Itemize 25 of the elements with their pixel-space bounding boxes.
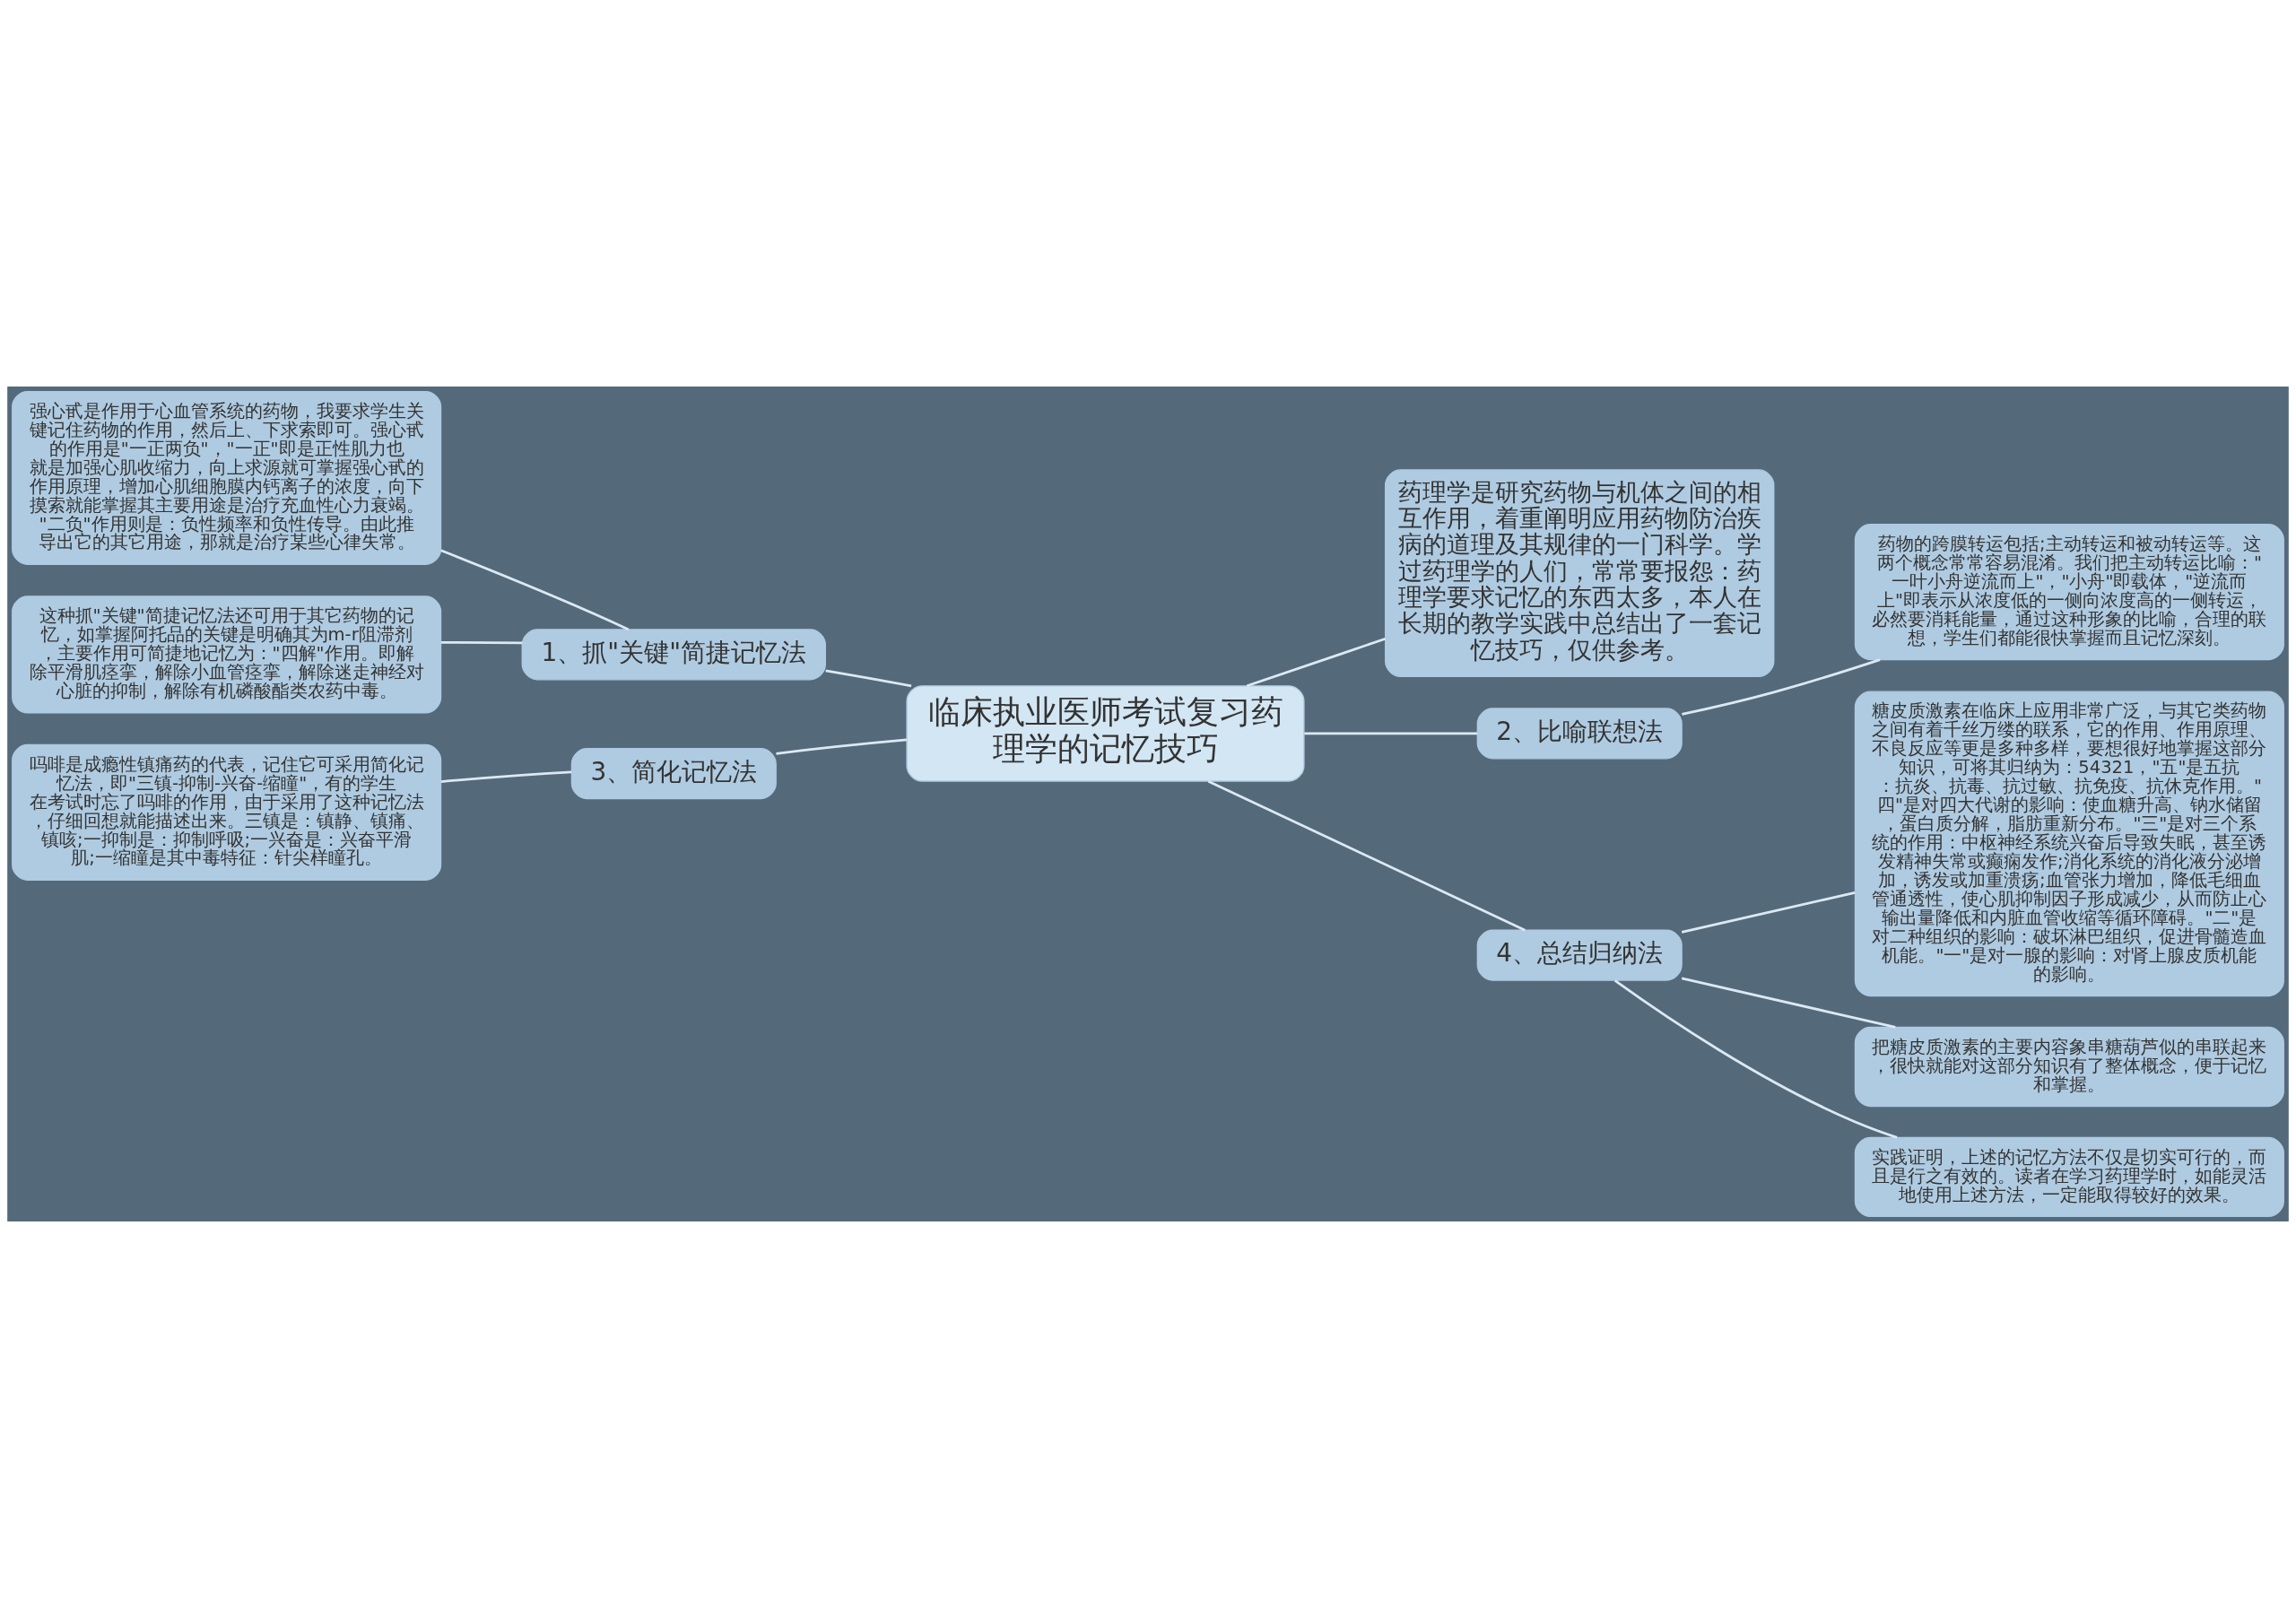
connector (440, 549, 630, 631)
connector (1246, 637, 1387, 688)
connector (825, 669, 912, 688)
connector (440, 770, 572, 783)
connector (1681, 977, 1896, 1029)
node-box: 吗啡是成瘾性镇痛药的代表，记住它可采用简化记忆法，即"三镇-抑制-兴奋-缩瞳"，有的学生在考试时忘了吗啡的作用，由于采用了这种记忆法，仔细回想就能描述出来。三镇是：镇静、镇痛、镇咳;一抑制是：抑制呼吸;一兴奋是：兴奋平滑肌;一缩瞳是其中毒特征：针尖样瞳孔。 (12, 743, 442, 882)
node-box: 实践证明，上述的记忆方法不仅是切实可行的，而且是行之有效的。读者在学习药理学时，如能灵活地使用上述方法，一定能取得较好的效果。 (1854, 1136, 2284, 1218)
node-box: 3、简化记忆法 (570, 748, 777, 800)
connector (1613, 979, 1898, 1139)
node-box: 2、比喻联想法 (1476, 708, 1683, 760)
connector (1682, 658, 1881, 716)
node-box: 这种抓"关键"简捷记忆法还可用于其它药物的记忆，如掌握阿托品的关键是明确其为m-r阻滞剂，主要作用可简捷地记忆为："四解"作用。即解除平滑肌痉挛，解除小血管痉挛，解除迷走神经对心脏的抑制，解除有机磷酸酯类农药中毒。 (12, 595, 442, 714)
connector (1681, 891, 1856, 934)
node-box: 1、抓"关键"简捷记忆法 (521, 629, 826, 681)
node-box: 强心甙是作用于心血管系统的药物，我要求学生关键记住药物的作用，然后上、下求索即可。强心甙的作用是"一正两负"，"一正"即是正性肌力也就是加强心肌收缩力，向上求源就可掌握强心甙的作用原理，增加心肌细胞膜内钙离子的浓度，向下摸索就能掌握其主要用途是治疗充血性心力衰竭。"二负"作用则是：负性频率和负性传导。由此推导出它的其它用途，那就是治疗某些心律失常。 (12, 390, 442, 566)
connector (1304, 732, 1478, 735)
node-box: 药物的跨膜转运包括;主动转运和被动转运等。这两个概念常常容易混淆。我们把主动转运比喻："一叶小舟逆流而上"，"小舟"即载体，"逆流而上"即表示从浓度低的一侧向浓度高的一侧转运，必然要消耗能量，通过这种形象的比喻，合理的联想，学生们都能很快掌握而且记忆深刻。 (1854, 523, 2284, 661)
node-box: 把糖皮质激素的主要内容象串糖葫芦似的串联起来，很快就能对这部分知识有了整体概念，便于记忆和掌握。 (1854, 1026, 2284, 1108)
node-box: 糖皮质激素在临床上应用非常广泛，与其它类药物之间有着千丝万缕的联系，它的作用、作用原理、不良反应等更是多种多样，要想很好地掌握这部分知识，可将其归纳为：54321，"五"是五抗：抗炎、抗毒、抗过敏、抗免疫、抗休克作用。"四"是对四大代谢的影响：使血糖升高、钠水储留，蛋白质分解，脂肪重新分布。"三"是对三个系统的作用：中枢神经系统兴奋后导致失眠，甚至诱发精神失常或癫痫发作;消化系统的消化液分泌增加，诱发或加重溃疡;血管张力增加，降低毛细血管通透性，使心肌抑制因子形成减少，从而防止心输出量降低和内脏血管收缩等循环障碍。"二"是对二种组织的影响：破坏淋巴组织，促进骨髓造血机能。"一"是对一腺的影响：对肾上腺皮质机能的影响。 (1854, 691, 2284, 997)
node-box: 4、总结归纳法 (1476, 929, 1683, 981)
node-box: 临床执业医师考试复习药理学的记忆技巧 (906, 685, 1305, 782)
connector (776, 738, 908, 755)
connector (1207, 780, 1526, 932)
node-box: 药理学是研究药物与机体之间的相互作用，着重阐明应用药物防治疾病的道理及其规律的一门科学。学过药理学的人们，常常要报怨：药理学要求记忆的东西太多，本人在长期的教学实践中总结出了一套记忆技巧，仅供参考。 (1385, 469, 1775, 678)
connector (440, 640, 523, 645)
